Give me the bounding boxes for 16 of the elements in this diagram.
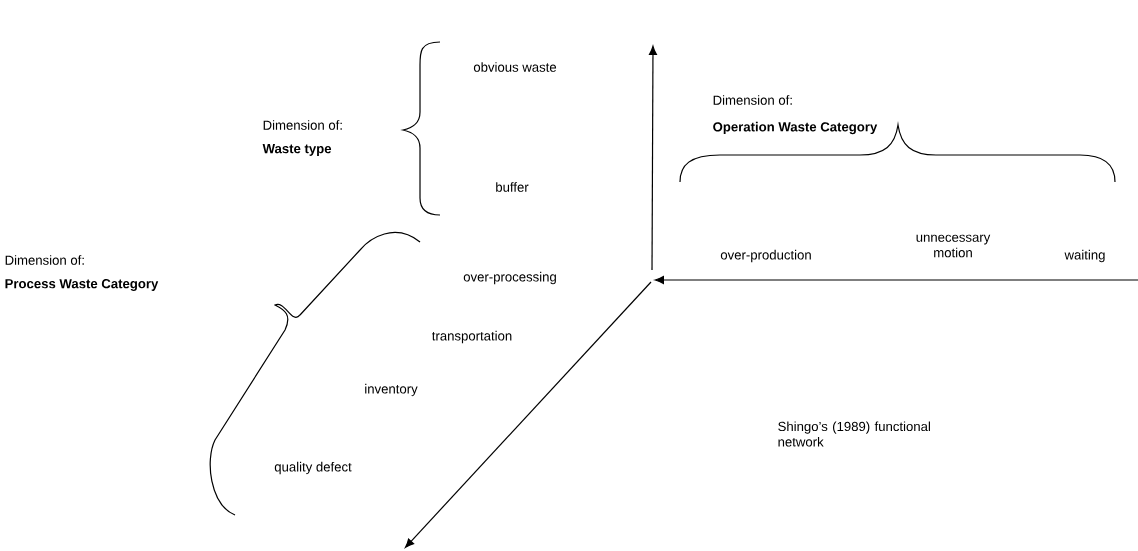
dimension-label: Shingo’s (1989) functional network (778, 421, 930, 447)
axis-label: transportation (432, 330, 512, 344)
dimension-label: Waste type (262, 144, 332, 156)
dimension-label: Operation Waste Category (713, 121, 878, 135)
axis-label: buffer (496, 182, 529, 192)
axis-label: quality defect (274, 461, 352, 475)
axis-label: over-production (720, 249, 811, 263)
axis-label: obvious waste (473, 62, 557, 72)
axis-label: waiting (1064, 249, 1105, 263)
dimension-label: Dimension of: (713, 95, 792, 105)
axis-label: inventory (365, 383, 418, 397)
axis-label: unnecessary motion (916, 234, 991, 258)
dimension-label: Process Waste Category (5, 279, 159, 291)
dimension-label: Dimension of: (5, 255, 84, 265)
axis-label: over-processing (463, 271, 556, 285)
dimension-label: Dimension of: (263, 120, 342, 130)
